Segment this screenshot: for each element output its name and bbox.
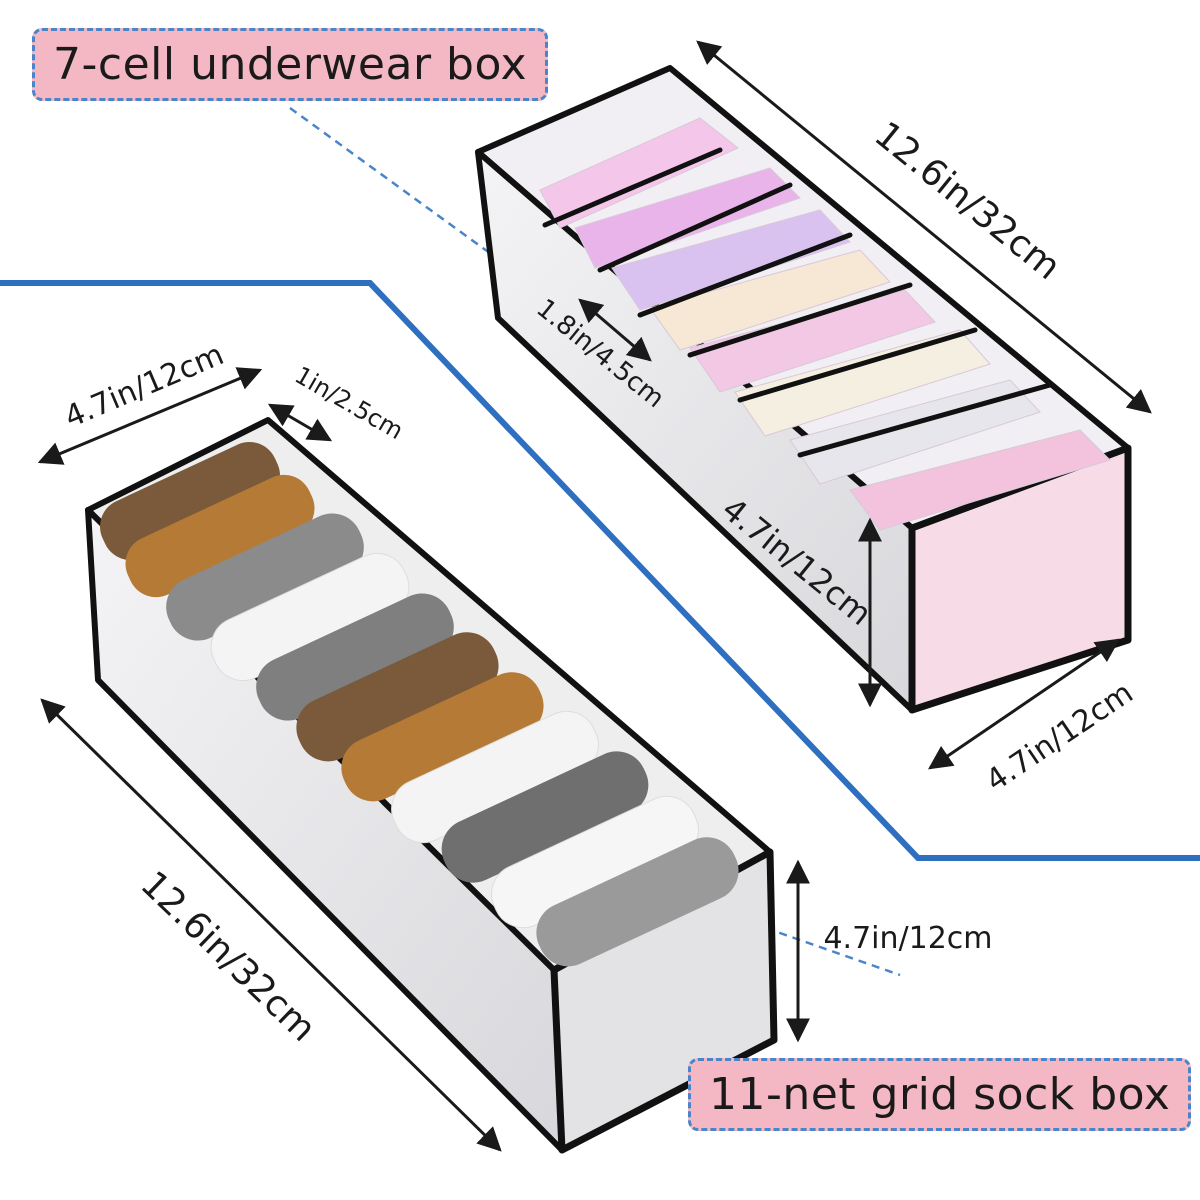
- sock-length-arrow: [40, 698, 502, 1152]
- sock-length-text: 12.6in/32cm: [133, 864, 324, 1050]
- sock-width-text: 4.7in/12cm: [60, 337, 229, 435]
- underwear-length-arrow: [696, 40, 1152, 414]
- sock-height-text: 4.7in/12cm: [823, 921, 992, 956]
- sock-cell-text: 1in/2.5cm: [290, 361, 408, 445]
- sock-box: [85, 417, 778, 1154]
- sock-cell-arrow: [267, 403, 333, 442]
- sock-width-arrow: [37, 367, 263, 465]
- underwear-box-label: 7-cell underwear box: [32, 28, 549, 101]
- separator-line: [0, 280, 1200, 861]
- sock-box-label: 11-net grid sock box: [688, 1058, 1192, 1131]
- underwear-cell-arrow: [578, 298, 652, 362]
- leader-line-underwear: [289, 106, 521, 277]
- underwear-box: [475, 65, 1132, 714]
- underwear-width-arrow: [928, 638, 1120, 770]
- underwear-width-text: 4.7in/12cm: [980, 675, 1140, 799]
- dimension-arrows: [37, 40, 1152, 1152]
